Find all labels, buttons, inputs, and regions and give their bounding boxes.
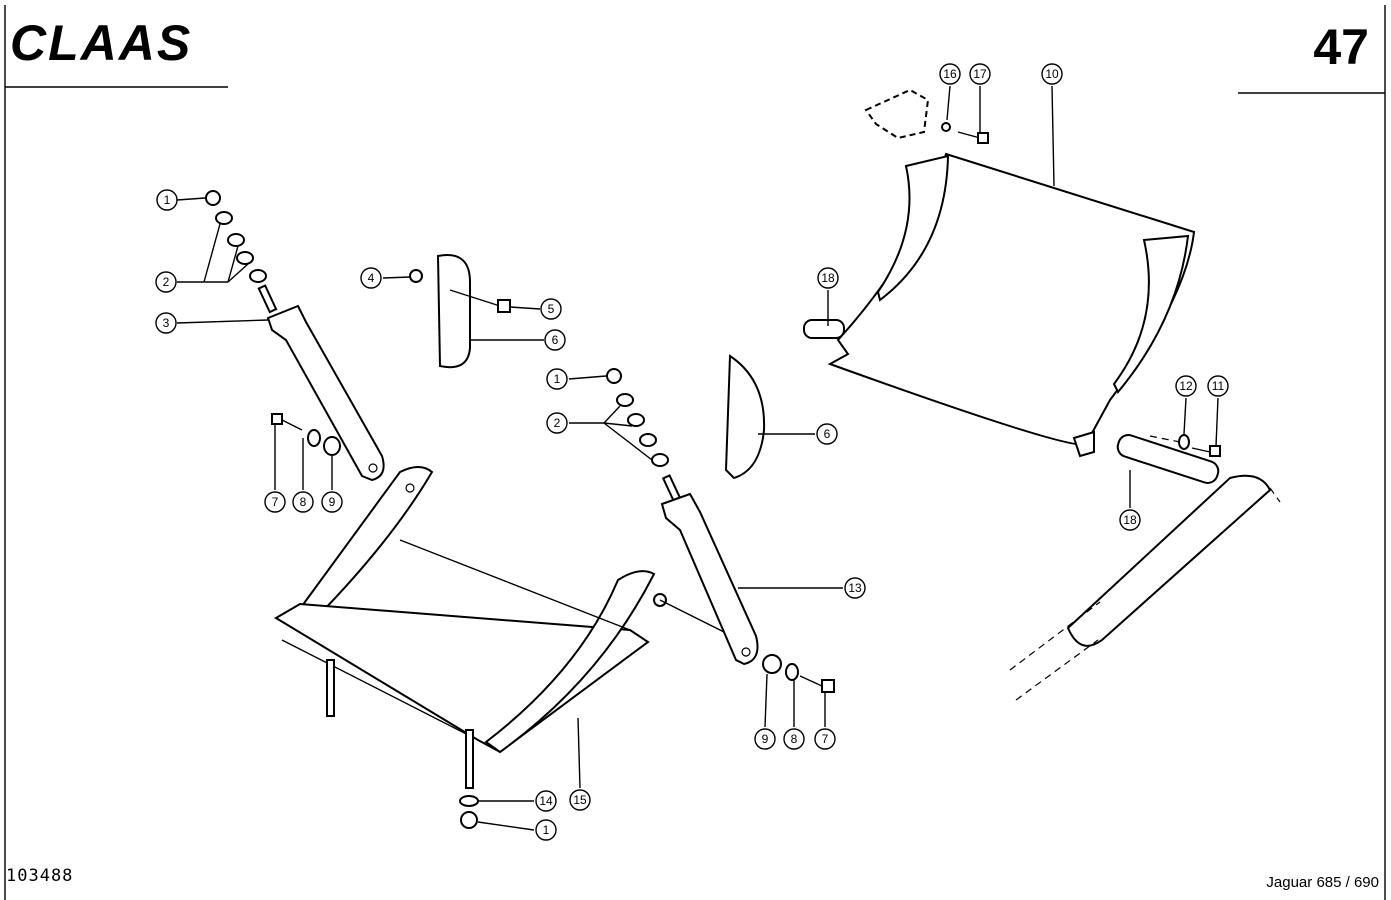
model-label: Jaguar 685 / 690 [1266,874,1379,891]
right-arm [660,492,759,666]
svg-text:17: 17 [973,67,987,81]
callout-12: 12 [1175,375,1197,397]
roller-shaft [1009,474,1281,701]
washer-16 [941,122,951,132]
svg-text:11: 11 [1212,379,1225,393]
svg-text:7: 7 [272,495,279,509]
svg-text:1: 1 [554,372,561,386]
callout-6a: 6 [544,329,566,351]
callout-1c: 1 [535,819,557,841]
frame-lines [4,5,1386,900]
svg-text:18: 18 [821,271,835,285]
callout-11: 11 [1207,375,1229,397]
left-arm [266,304,385,482]
callout-2a: 2 [155,271,177,293]
callout-6b: 6 [816,423,838,445]
left-fastener-stack [205,190,278,314]
callout-8a: 8 [292,491,314,513]
shield-10 [803,152,1196,458]
top-bracket [864,88,930,140]
guide-plate [274,466,741,789]
callout-7a: 7 [264,491,286,513]
left-bolt-set [271,413,341,456]
nut-4 [409,269,423,283]
scraper-middle [724,354,766,480]
svg-text:13: 13 [848,581,862,595]
page-number: 47 [1313,19,1369,75]
callout-15: 15 [569,789,591,811]
bolt-5 [449,289,511,313]
callout-8b: 8 [783,728,805,750]
shaft-assembly [1116,434,1221,484]
middle-fastener-stack [606,368,682,502]
svg-text:1: 1 [164,193,171,207]
svg-text:7: 7 [822,732,829,746]
svg-text:9: 9 [762,732,769,746]
svg-text:6: 6 [552,333,559,347]
callout-9b: 9 [754,728,776,750]
callout-bubbles: 1 2 3 4 5 6 1 2 6 7 8 9 13 9 8 7 14 15 1… [155,63,1229,841]
callout-5: 5 [540,298,562,320]
callout-14: 14 [535,790,557,812]
leader-lines [176,85,1219,831]
callout-1b: 1 [546,368,568,390]
callout-18a: 18 [817,267,839,289]
svg-text:18: 18 [1123,513,1137,527]
callout-16: 16 [939,63,961,85]
drawing-number: 103488 [6,866,74,886]
scraper-left [436,254,471,369]
svg-text:12: 12 [1179,379,1193,393]
right-bolt-set [762,654,835,693]
svg-text:3: 3 [163,316,170,330]
svg-text:8: 8 [300,495,307,509]
svg-text:8: 8 [791,732,798,746]
nut-bottom [460,811,478,829]
callout-9a: 9 [321,491,343,513]
washer-14 [459,795,479,807]
svg-text:2: 2 [163,275,170,289]
callout-7b: 7 [814,728,836,750]
svg-text:10: 10 [1045,67,1059,81]
callout-13: 13 [844,577,866,599]
bolt-17 [957,131,989,144]
callout-3: 3 [155,312,177,334]
svg-text:2: 2 [554,416,561,430]
svg-text:15: 15 [573,793,587,807]
svg-text:9: 9 [329,495,336,509]
svg-text:4: 4 [368,271,375,285]
callout-1a: 1 [156,189,178,211]
svg-text:5: 5 [548,302,555,316]
callout-4: 4 [360,267,382,289]
callout-2b: 2 [546,412,568,434]
callout-17: 17 [969,63,991,85]
svg-text:1: 1 [543,823,550,837]
callout-18b: 18 [1119,509,1141,531]
svg-text:6: 6 [824,427,831,441]
claas-logo: CLAAS [10,15,193,71]
svg-text:16: 16 [943,67,957,81]
svg-text:14: 14 [539,794,553,808]
callout-10: 10 [1041,63,1063,85]
